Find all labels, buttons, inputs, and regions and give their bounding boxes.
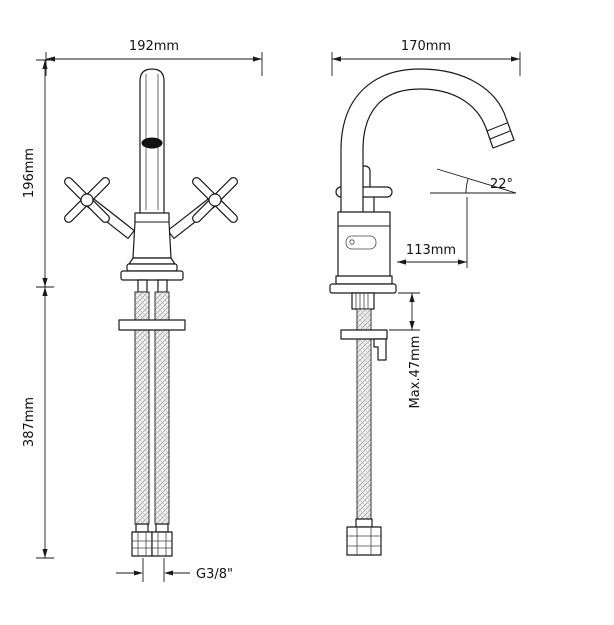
mounting-washer-side	[340, 329, 388, 340]
spout-side	[340, 68, 515, 215]
hose-fitting-side	[346, 526, 382, 556]
dim-label-thread: G3/8"	[196, 567, 233, 582]
body-side	[329, 211, 397, 294]
dim-width-front: 192mm	[45, 39, 263, 76]
cartridge-detail	[345, 235, 377, 250]
left-cross-handle	[64, 177, 135, 240]
front-view: 192mm 196mm 387mm G3/8"	[22, 39, 263, 582]
side-view: 170mm 22° 113mm Max.47mm	[329, 39, 521, 556]
shank-and-hose-side	[340, 292, 388, 556]
body-front	[120, 212, 184, 293]
dim-label-max-counter: Max.47mm	[408, 336, 423, 409]
spout-band	[141, 137, 163, 149]
dim-angle: 22°	[430, 168, 517, 194]
dim-label-reach: 113mm	[406, 243, 456, 258]
dim-label-hose-length: 387mm	[22, 397, 37, 447]
threaded-shank	[351, 292, 375, 310]
hose-fittings	[131, 531, 173, 557]
dim-max-counter: Max.47mm	[389, 292, 423, 409]
supply-hoses	[118, 291, 186, 557]
mounting-clip	[373, 338, 387, 361]
right-cross-handle	[167, 177, 238, 240]
mounting-plate-front	[118, 319, 186, 331]
dim-label-angle: 22°	[490, 177, 513, 192]
dim-label-height-upper: 196mm	[22, 148, 37, 198]
dim-reach: 113mm	[397, 197, 468, 268]
dim-depth-side: 170mm	[331, 39, 521, 76]
aerator-line	[486, 122, 508, 132]
dim-height-upper: 196mm	[22, 59, 54, 288]
spout-front	[139, 68, 165, 215]
dim-thread: G3/8"	[116, 558, 233, 582]
dim-hose-length: 387mm	[22, 287, 54, 559]
dim-label-width-front: 192mm	[129, 39, 179, 54]
dim-label-depth: 170mm	[401, 39, 451, 54]
